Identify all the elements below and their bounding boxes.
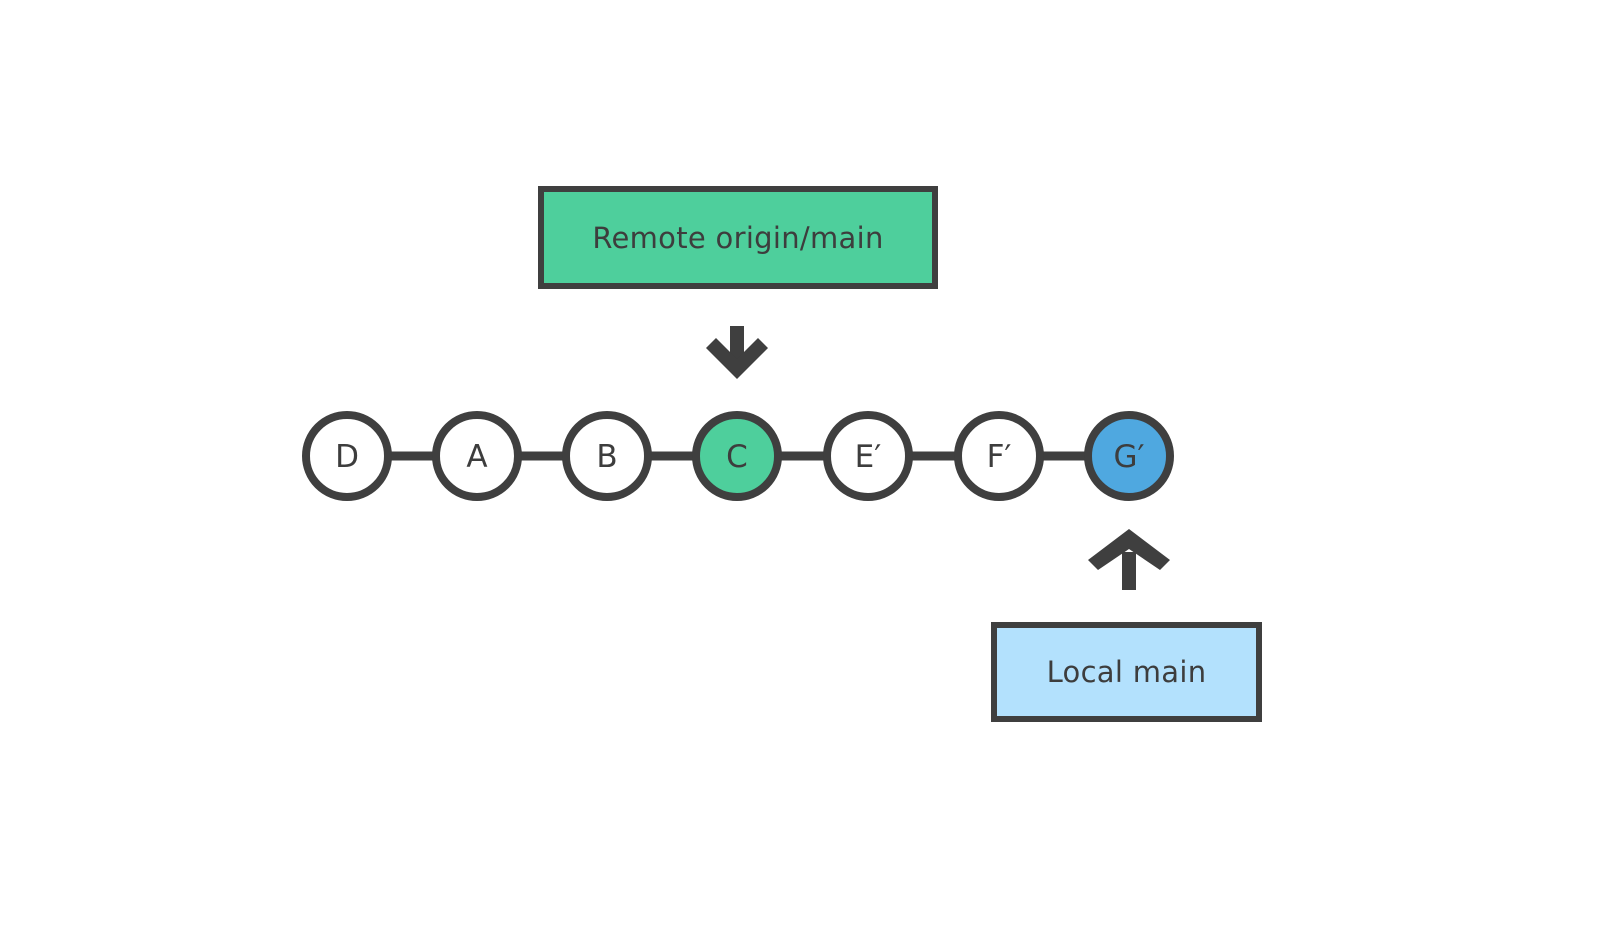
local-branch-label-text: Local main: [1046, 655, 1207, 689]
commit-node-b[interactable]: [562, 411, 652, 501]
arrow-down-head: [706, 338, 768, 379]
arrow-down-shaft: [730, 326, 744, 364]
local-branch-label: Local main: [991, 622, 1262, 722]
commit-node-c[interactable]: [692, 411, 782, 501]
arrow-up-icon: [1088, 529, 1170, 590]
commit-nodes: [302, 411, 1174, 501]
commit-node-f-prime[interactable]: [954, 411, 1044, 501]
arrow-up-head: [1088, 529, 1170, 570]
commit-node-e-prime[interactable]: [823, 411, 913, 501]
arrow-down-icon: [706, 326, 768, 379]
arrow-up-shaft: [1122, 552, 1136, 590]
commit-node-g-prime[interactable]: [1084, 411, 1174, 501]
commit-node-a[interactable]: [432, 411, 522, 501]
commit-node-d[interactable]: [302, 411, 392, 501]
remote-branch-label-text: Remote origin/main: [592, 220, 884, 255]
remote-branch-label: Remote origin/main: [538, 186, 938, 289]
